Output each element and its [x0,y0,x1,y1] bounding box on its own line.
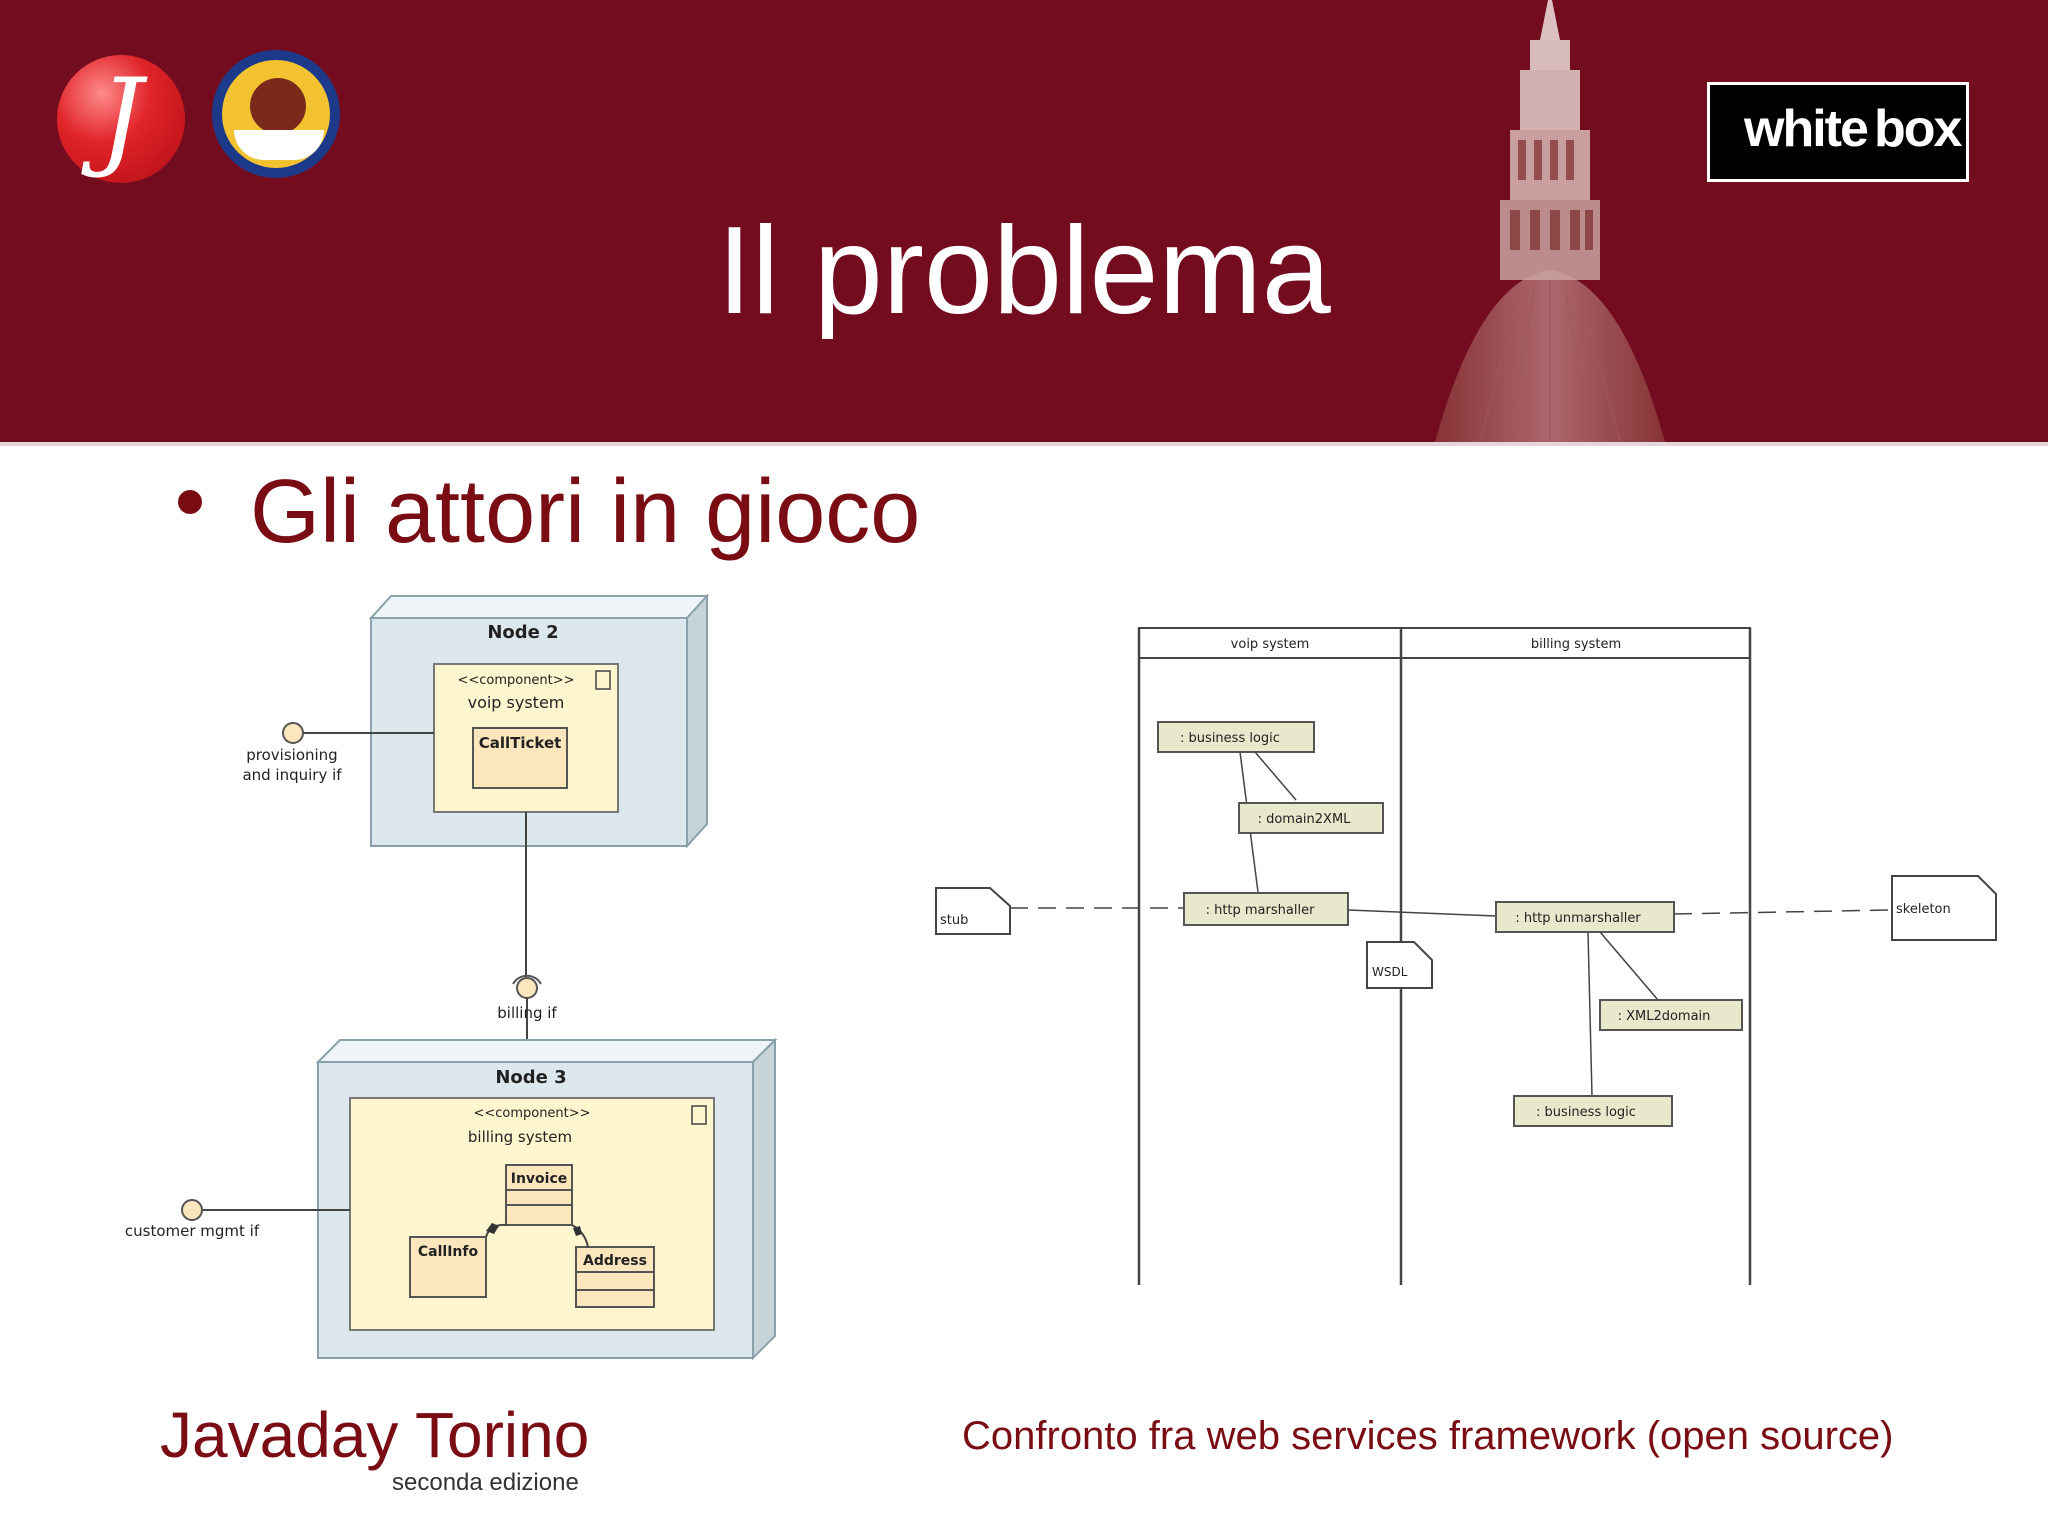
part-http-marshaller: : http marshaller [1183,892,1349,926]
provisioning-label-1: provisioning [246,746,337,764]
note-wsdl-label: WSDL [1372,965,1408,979]
part-domain2xml: : domain2XML [1238,802,1384,834]
provisioning-interface-icon [282,722,304,744]
bullet-text: Gli attori in gioco [250,462,921,562]
whitebox-logo-box: box [1874,100,1962,158]
invoice-class [505,1164,573,1226]
node-2-title: Node 2 [487,622,558,643]
part-business-logic-2: : business logic [1513,1095,1673,1127]
call-ticket-class [472,727,568,789]
part-business-logic-1-label: : business logic [1180,731,1280,746]
footer-javaday-torino: Javaday Torino [160,1399,590,1471]
node-3-stereotype: <<component>> [473,1106,590,1121]
part-http-unmarshaller-label: : http unmarshaller [1515,911,1641,926]
part-xml2domain-label: : XML2domain [1618,1009,1711,1024]
mole-antonelliana-image [1435,0,1665,442]
address-class [575,1246,655,1308]
node-3-title: Node 3 [495,1067,566,1088]
header-divider [0,442,2048,446]
slide-title: Il problema [717,202,1331,340]
footer-edition: seconda edizione [392,1469,579,1496]
invoice-label: Invoice [511,1171,568,1187]
footer-talk-title: Confronto fra web services framework (op… [962,1414,1894,1458]
node-3: Node 3 <<component>> billing system Invo… [315,1037,778,1361]
lane-voip-system: voip system [1231,637,1310,652]
whitebox-logo-white: white [1744,100,1869,158]
note-skeleton: skeleton [1891,875,1997,941]
part-business-logic-1: : business logic [1157,721,1315,753]
address-label: Address [583,1253,647,1269]
part-http-marshaller-label: : http marshaller [1206,903,1316,918]
note-skeleton-label: skeleton [1896,902,1951,917]
provisioning-label-2: and inquiry if [242,766,342,784]
call-info-class [409,1236,487,1298]
node-2-stereotype: <<component>> [457,673,574,688]
slide-header: J white box Il problema [0,0,2048,442]
node-3-component-label: billing system [468,1128,572,1146]
call-info-label: CallInfo [418,1244,479,1260]
bullet-icon [178,490,202,514]
part-xml2domain: : XML2domain [1599,999,1743,1031]
note-stub-label: stub [940,913,968,928]
call-ticket-label: CallTicket [479,734,562,752]
customer-mgmt-label: customer mgmt if [125,1222,260,1240]
part-domain2xml-label: : domain2XML [1258,812,1352,827]
lane-billing-system: billing system [1531,637,1621,652]
javaday-logo-letter: J [99,56,143,181]
duke-mascot-logo [212,50,340,178]
part-business-logic-2-label: : business logic [1536,1105,1636,1120]
billing-if-label: billing if [497,1004,557,1022]
node-2-component-label: voip system [468,693,565,712]
note-stub: stub [935,887,1011,935]
part-http-unmarshaller: : http unmarshaller [1495,901,1675,933]
javaday-logo: J [57,55,185,183]
whitebox-logo: white box [1707,82,1969,182]
note-wsdl: WSDL [1366,941,1433,989]
customer-mgmt-interface-icon [181,1199,203,1221]
